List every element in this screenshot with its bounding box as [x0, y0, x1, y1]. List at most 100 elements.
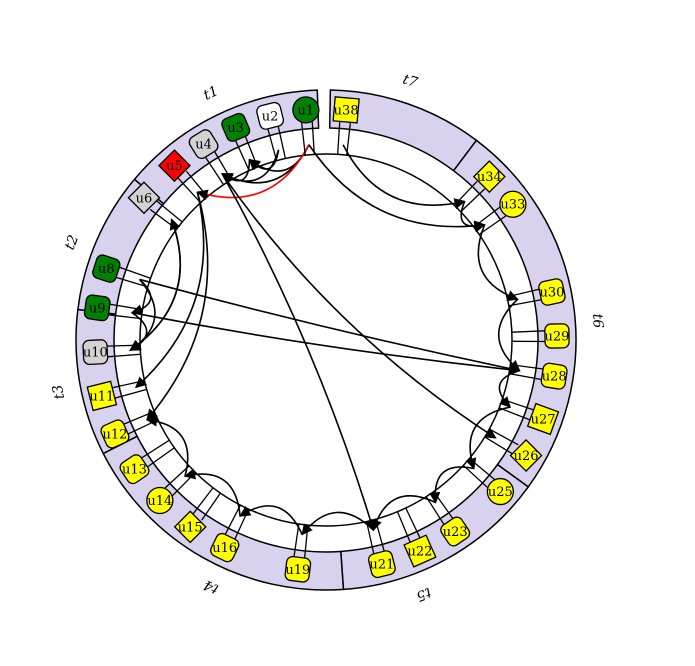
port-stub-u27-1: [498, 407, 531, 421]
node-u11[interactable]: u11: [86, 380, 118, 412]
port-stub-u5-1: [185, 170, 208, 198]
port-stub-u34-0: [453, 180, 478, 206]
node-u21[interactable]: u21: [367, 550, 396, 579]
port-stub-u14-1: [164, 465, 190, 489]
node-shape-u30: [538, 278, 566, 306]
node-u4[interactable]: u4: [187, 128, 220, 161]
node-shape-u6: [127, 181, 161, 215]
edge-u19-u16: [239, 505, 303, 535]
node-u25[interactable]: u25: [486, 477, 514, 506]
node-u38[interactable]: u38: [332, 96, 360, 124]
edge-u30-u28: [497, 298, 521, 372]
port-stub-u23-1: [425, 496, 445, 525]
port-stub-u1-1: [311, 121, 315, 155]
node-label-u12: u12: [103, 427, 128, 442]
node-u6[interactable]: u6: [127, 181, 161, 215]
node-shape-u23: [440, 516, 471, 547]
port-stub-u38-1: [346, 122, 352, 156]
node-label-u21: u21: [369, 558, 394, 573]
node-label-u30: u30: [539, 285, 564, 300]
node-u3[interactable]: u3: [220, 112, 251, 143]
node-shape-u33: [499, 190, 527, 218]
port-stub-u9-1: [109, 303, 143, 311]
node-shape-u29: [544, 323, 570, 349]
node-u27[interactable]: u27: [526, 402, 560, 436]
node-u22[interactable]: u22: [403, 534, 437, 568]
edge-u8-u28: [139, 278, 521, 375]
node-label-u4: u4: [195, 138, 212, 153]
node-u16[interactable]: u16: [209, 532, 241, 564]
node-shape-u19: [284, 555, 312, 583]
node-u33[interactable]: u33: [499, 190, 527, 218]
port-stub-u15-1: [192, 487, 214, 515]
node-u10[interactable]: u10: [82, 339, 109, 366]
node-u34[interactable]: u34: [472, 160, 506, 194]
node-u8[interactable]: u8: [91, 253, 121, 283]
port-stub-u11-1: [112, 379, 145, 389]
port-group: [107, 121, 545, 559]
port-stub-u21-1: [365, 521, 375, 554]
node-shape-u4: [188, 129, 219, 160]
node-label-u15: u15: [178, 520, 203, 535]
edge-u2-u4: [221, 149, 280, 184]
node-shape-u8: [92, 254, 121, 283]
port-stub-u28-1: [508, 372, 542, 381]
node-label-u28: u28: [542, 370, 567, 385]
node-shape-u3: [221, 112, 251, 142]
edge-u16-u14: [183, 468, 241, 517]
node-u26[interactable]: u26: [509, 439, 543, 472]
node-u9[interactable]: u9: [83, 294, 111, 322]
node-u12[interactable]: u12: [99, 418, 131, 450]
edge-u9-u28: [131, 311, 521, 376]
sector-label-t5: t5: [414, 584, 433, 604]
node-u1[interactable]: u1: [292, 96, 320, 124]
port-stub-u26-1: [484, 436, 514, 455]
node-shape-u9: [83, 294, 111, 322]
port-stub-u9-0: [108, 314, 142, 320]
node-label-u19: u19: [285, 563, 310, 578]
sector-label-t1: t1: [201, 83, 221, 104]
node-label-u3: u3: [227, 121, 244, 136]
node-u30[interactable]: u30: [538, 278, 566, 306]
port-stub-u2-0: [267, 128, 278, 161]
node-label-u26: u26: [514, 449, 539, 464]
port-stub-u22-1: [396, 511, 411, 543]
edge-u1-u5: [196, 144, 310, 201]
port-stub-u30-1: [508, 299, 542, 307]
edge-u27-u25: [465, 406, 511, 470]
sector-t1: [133, 89, 320, 205]
port-stub-u4-0: [204, 156, 225, 186]
port-stub-u10-1: [107, 344, 141, 347]
port-stub-u10-0: [107, 353, 141, 358]
node-shape-u22: [403, 534, 437, 568]
node-shape-u28: [540, 362, 568, 390]
sector-label-t2: t2: [62, 233, 82, 252]
node-u19[interactable]: u19: [284, 555, 312, 583]
node-u14[interactable]: u14: [146, 486, 174, 515]
node-u23[interactable]: u23: [439, 515, 472, 548]
node-u13[interactable]: u13: [118, 453, 151, 486]
node-u15[interactable]: u15: [173, 510, 207, 544]
port-stub-u19-1: [293, 523, 300, 557]
node-label-u11: u11: [89, 389, 114, 404]
port-stub-u16-1: [224, 504, 241, 535]
node-u29[interactable]: u29: [544, 323, 570, 349]
edge-u5-u12: [146, 191, 209, 421]
node-u2[interactable]: u2: [256, 101, 285, 130]
edge-u4-u21: [221, 173, 376, 532]
port-stub-u27-0: [502, 398, 534, 411]
edge-u28-u27: [498, 369, 520, 408]
inner-track: [139, 153, 513, 527]
node-u28[interactable]: u28: [540, 362, 568, 390]
port-stub-u6-1: [156, 200, 183, 223]
node-label-u29: u29: [545, 329, 570, 344]
port-stub-u25-1: [462, 464, 489, 489]
node-u5[interactable]: u5: [157, 149, 191, 183]
node-label-u25: u25: [488, 485, 513, 500]
node-shape-u1: [292, 96, 320, 124]
port-stub-u33-0: [473, 206, 501, 228]
port-stub-u8-1: [119, 266, 151, 279]
port-stub-u13-1: [141, 439, 170, 459]
node-label-u13: u13: [122, 463, 147, 478]
